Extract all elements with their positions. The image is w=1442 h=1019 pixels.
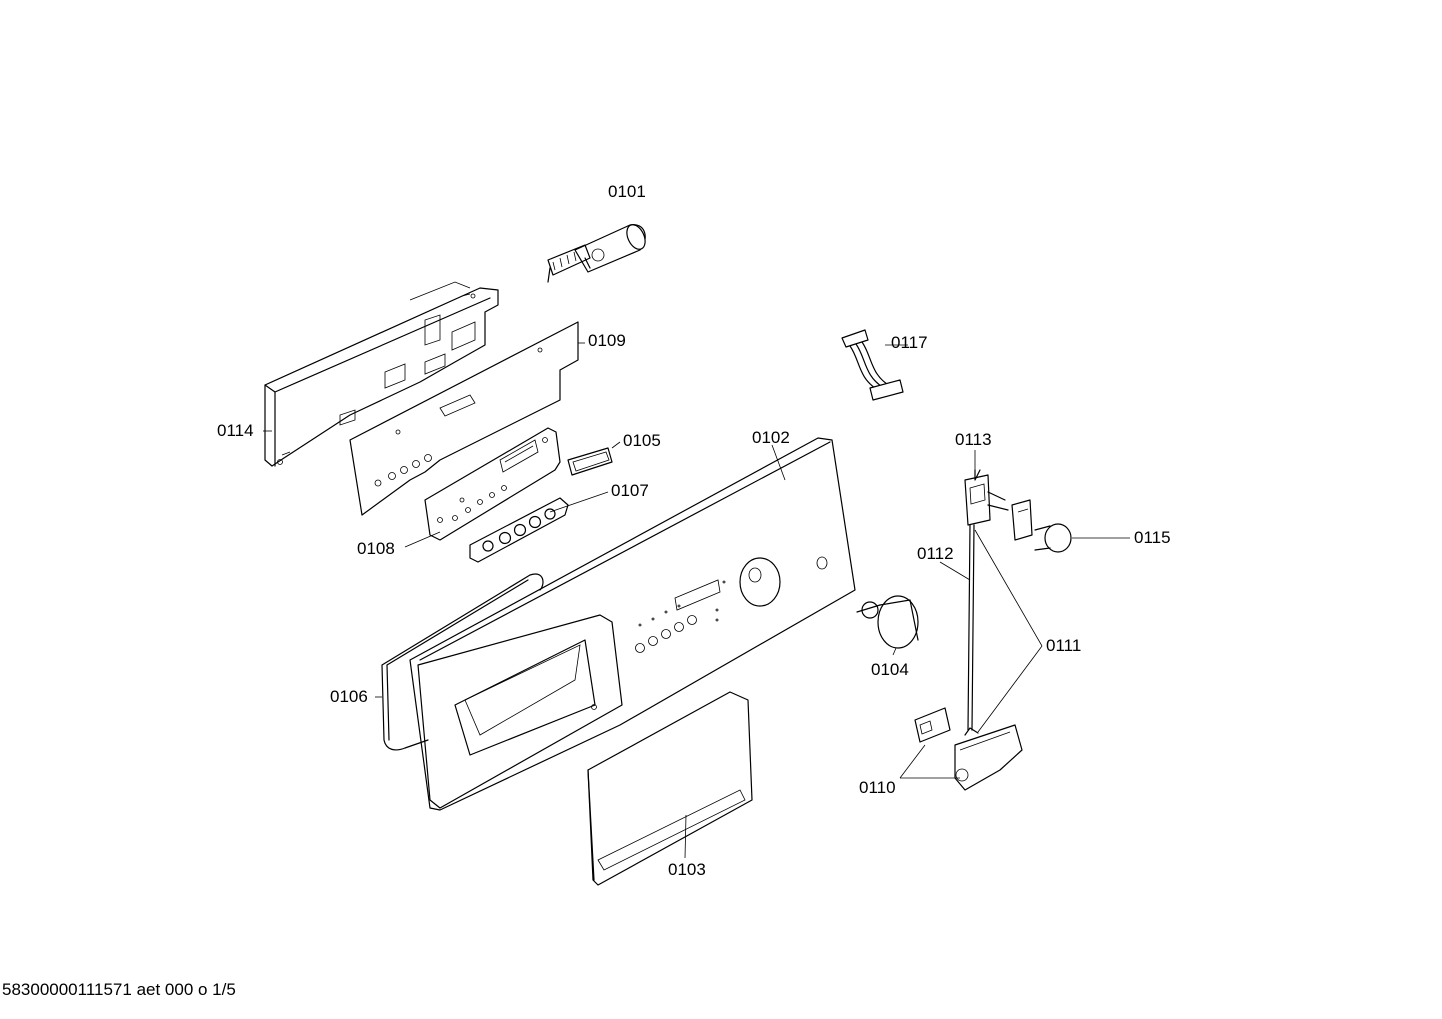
part-0114-housing — [264, 281, 499, 467]
label-0106: 0106 — [330, 687, 368, 706]
part-0112-rod — [967, 524, 975, 731]
label-0101: 0101 — [608, 182, 646, 201]
leader-lines — [263, 342, 1130, 859]
label-0102: 0102 — [752, 428, 790, 447]
label-0107: 0107 — [611, 481, 649, 500]
label-0108: 0108 — [357, 539, 395, 558]
part-0109-board — [349, 321, 579, 516]
drawing-reference-footer: 58300000111571 aet 000 o 1/5 — [2, 980, 236, 999]
label-0115: 0115 — [1134, 528, 1171, 547]
label-0105: 0105 — [623, 431, 661, 450]
label-0104: 0104 — [871, 660, 909, 679]
part-0107-buttons — [469, 497, 569, 563]
part-0105-window — [567, 447, 613, 476]
label-0111: 0111 — [1046, 636, 1081, 655]
part-0115-sensor — [1011, 499, 1072, 553]
part-0117-cable — [841, 329, 904, 401]
label-0103: 0103 — [668, 860, 706, 879]
part-0102-fascia — [409, 437, 856, 811]
part-0106-seal — [381, 573, 544, 751]
part-0101-filter — [547, 224, 646, 283]
label-0110: 0110 — [859, 778, 896, 797]
label-0109: 0109 — [588, 331, 626, 350]
label-0117: 0117 — [891, 333, 928, 352]
part-0104-knob — [856, 595, 919, 649]
part-0110-lock — [914, 707, 1023, 791]
label-0114: 0114 — [217, 421, 254, 440]
part-0113-switch — [964, 469, 1009, 526]
label-0112: 0112 — [917, 544, 954, 563]
part-0103-drawer — [587, 691, 753, 886]
label-0113: 0113 — [955, 430, 992, 449]
